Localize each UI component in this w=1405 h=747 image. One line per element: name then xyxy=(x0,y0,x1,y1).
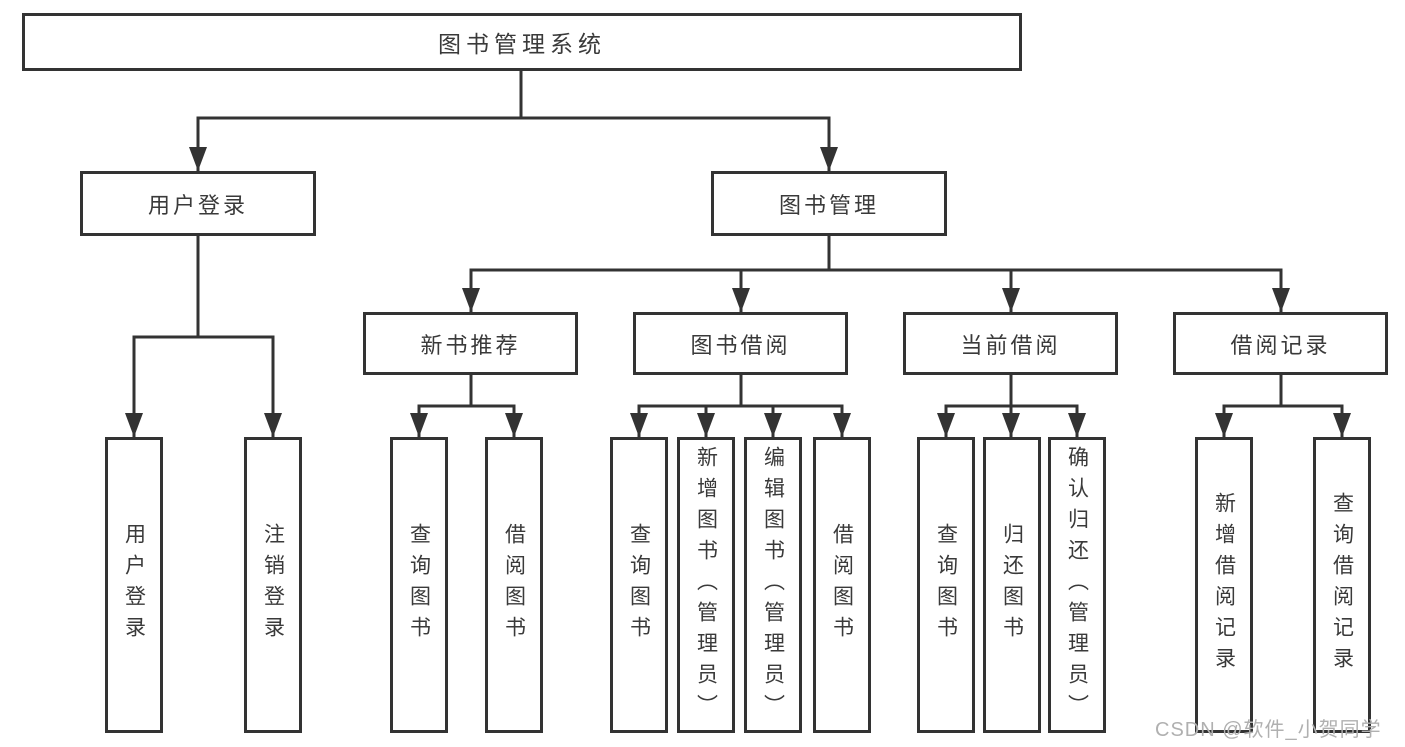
arrow-down-icon xyxy=(462,288,480,312)
arrow-down-icon xyxy=(1215,413,1233,437)
csdn-watermark: CSDN @软件_小贺同学 xyxy=(1155,719,1382,741)
leaf-query-books-1: 查询图书 xyxy=(390,437,448,733)
arrow-down-icon xyxy=(630,413,648,437)
arrow-down-icon xyxy=(264,413,282,437)
arrow-down-icon xyxy=(764,413,782,437)
node-borrowing-records-label: 借阅记录 xyxy=(1230,332,1331,358)
arrow-down-icon xyxy=(410,413,428,437)
arrow-down-icon xyxy=(189,147,207,171)
arrow-down-icon xyxy=(833,413,851,437)
leaf-edit-books-label: 编辑图书（管理员） xyxy=(761,445,785,725)
leaf-query-books-3-label: 查询图书 xyxy=(934,523,958,647)
arrow-down-icon xyxy=(820,147,838,171)
leaf-add-books: 新增图书（管理员） xyxy=(677,437,735,733)
node-book-management-label: 图书管理 xyxy=(778,192,879,218)
leaf-user-login: 用户登录 xyxy=(105,437,163,733)
arrow-down-icon xyxy=(1002,413,1020,437)
leaf-borrow-books-2: 借阅图书 xyxy=(813,437,871,733)
connector-edges xyxy=(132,71,1344,437)
arrow-down-icon xyxy=(125,413,143,437)
leaf-query-books-2: 查询图书 xyxy=(610,437,668,733)
leaf-query-borrow-record-label: 查询借阅记录 xyxy=(1330,492,1354,678)
leaf-user-login-label: 用户登录 xyxy=(122,523,146,647)
leaf-confirm-return: 确认归还（管理员） xyxy=(1048,437,1106,733)
leaf-query-books-3: 查询图书 xyxy=(917,437,975,733)
node-current-borrowing-label: 当前借阅 xyxy=(960,332,1061,358)
leaf-borrow-books-1: 借阅图书 xyxy=(485,437,543,733)
node-root-label: 图书管理系统 xyxy=(438,31,606,57)
node-new-book-recommend: 新书推荐 xyxy=(363,312,578,375)
leaf-return-books: 归还图书 xyxy=(983,437,1041,733)
leaf-edit-books: 编辑图书（管理员） xyxy=(744,437,802,733)
node-user-login-label: 用户登录 xyxy=(147,192,248,218)
leaf-add-books-label: 新增图书（管理员） xyxy=(694,445,718,725)
arrow-down-icon xyxy=(697,413,715,437)
node-book-borrowing-label: 图书借阅 xyxy=(690,332,791,358)
arrow-down-icon xyxy=(937,413,955,437)
leaf-query-books-1-label: 查询图书 xyxy=(407,523,431,647)
node-root: 图书管理系统 xyxy=(22,13,1022,71)
node-book-management: 图书管理 xyxy=(711,171,947,236)
arrow-down-icon xyxy=(1002,288,1020,312)
arrow-down-icon xyxy=(1272,288,1290,312)
leaf-logout: 注销登录 xyxy=(244,437,302,733)
leaf-add-borrow-record-label: 新增借阅记录 xyxy=(1212,492,1236,678)
arrow-down-icon xyxy=(732,288,750,312)
node-book-borrowing: 图书借阅 xyxy=(633,312,848,375)
leaf-borrow-books-1-label: 借阅图书 xyxy=(502,523,526,647)
node-borrowing-records: 借阅记录 xyxy=(1173,312,1388,375)
leaf-return-books-label: 归还图书 xyxy=(1000,523,1024,647)
leaf-query-books-2-label: 查询图书 xyxy=(627,523,651,647)
node-user-login: 用户登录 xyxy=(80,171,316,236)
leaf-add-borrow-record: 新增借阅记录 xyxy=(1195,437,1253,733)
arrowheads xyxy=(125,147,1351,437)
leaf-borrow-books-2-label: 借阅图书 xyxy=(830,523,854,647)
node-current-borrowing: 当前借阅 xyxy=(903,312,1118,375)
node-new-book-recommend-label: 新书推荐 xyxy=(420,332,521,358)
arrow-down-icon xyxy=(1068,413,1086,437)
arrow-down-icon xyxy=(1333,413,1351,437)
leaf-confirm-return-label: 确认归还（管理员） xyxy=(1065,445,1089,725)
arrow-down-icon xyxy=(505,413,523,437)
leaf-logout-label: 注销登录 xyxy=(261,523,285,647)
leaf-query-borrow-record: 查询借阅记录 xyxy=(1313,437,1371,733)
